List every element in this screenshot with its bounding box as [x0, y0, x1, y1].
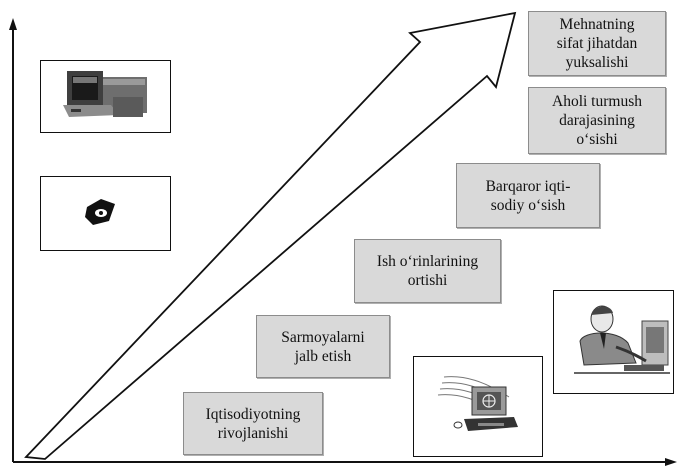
- monitor-picture: [413, 356, 543, 457]
- step-text-line: sifat jihatdan: [556, 35, 638, 52]
- growth-arrow: [24, 11, 517, 460]
- step-box-iqtisodiyot: Iqtisodiyotning rivojlanishi: [183, 392, 323, 455]
- step-text-line: Iqtisodiyotning: [205, 405, 301, 423]
- monitor-globe-icon: [437, 376, 518, 431]
- businessman-picture: [553, 290, 674, 394]
- disk-icon: [85, 199, 115, 225]
- computer-icon: [63, 71, 147, 117]
- disk-picture: [40, 176, 171, 251]
- y-axis: [9, 18, 17, 462]
- step-text-line: Barqaror iqti-: [485, 177, 571, 195]
- step-box-ish-orinlari: Ish o‘rinlarining ortishi: [354, 239, 501, 303]
- step-text-line: rivojlanishi: [217, 424, 289, 442]
- step-text-line: Mehnatning: [559, 16, 635, 33]
- step-box-barqaror: Barqaror iqti- sodiy o‘sish: [456, 163, 600, 228]
- step-text-line: ortishi: [407, 272, 448, 289]
- step-text-line: darajasining: [559, 112, 635, 129]
- x-axis: [13, 458, 677, 466]
- step-text-line: Ish o‘rinlarining: [376, 253, 479, 270]
- step-text-line: yuksalishi: [565, 54, 629, 71]
- businessman-at-computer-icon: [574, 305, 670, 374]
- step-text-line: o‘sishi: [576, 131, 618, 148]
- computer-picture: [40, 60, 171, 133]
- step-text-line: Sarmoyalarni: [281, 328, 365, 346]
- step-box-mehnat-sifati: Mehnatning sifat jihatdan yuksalishi: [528, 11, 666, 76]
- step-text-line: Aholi turmush: [552, 93, 642, 110]
- step-text-line: jalb etish: [294, 347, 352, 365]
- step-box-sarmoya: Sarmoyalarni jalb etish: [256, 315, 390, 378]
- step-text-line: sodiy o‘sish: [490, 196, 566, 214]
- step-box-aholi-turmush: Aholi turmush darajasining o‘sishi: [528, 87, 666, 154]
